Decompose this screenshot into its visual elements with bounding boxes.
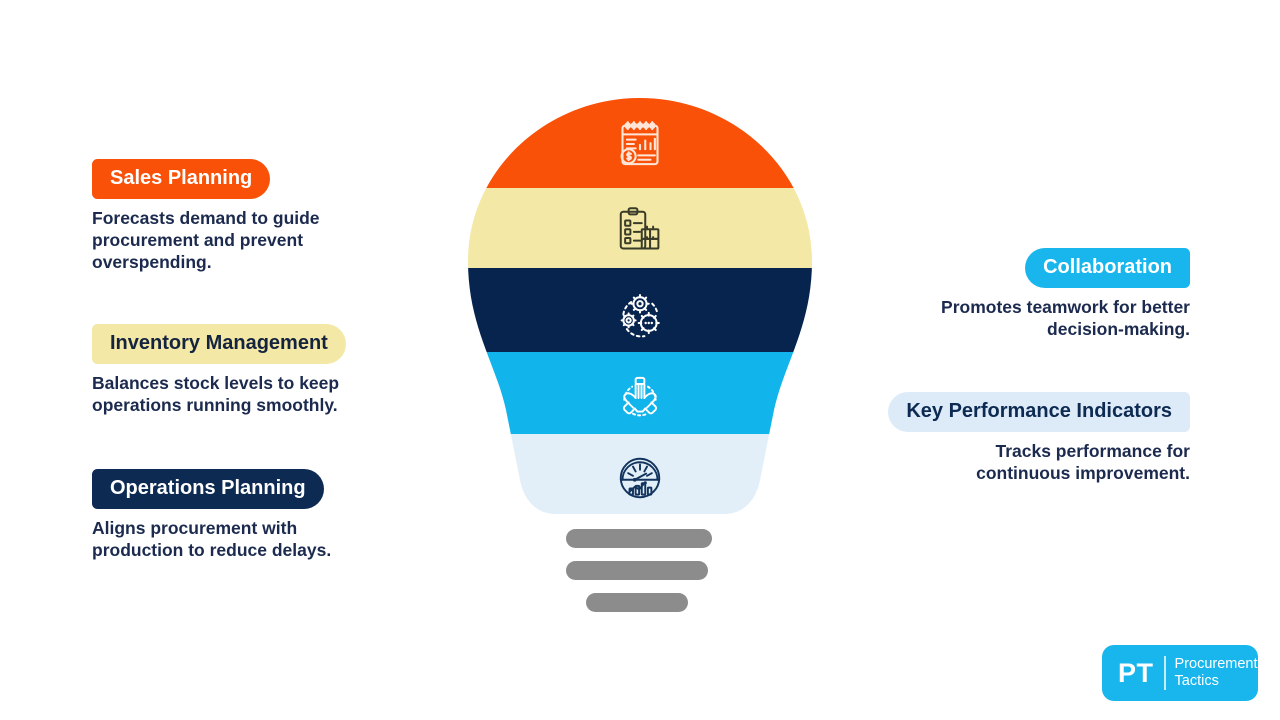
label-key-performance-indicators: Key Performance Indicators — [888, 392, 1190, 432]
label-sales-planning: Sales Planning — [92, 159, 271, 199]
inventory-management-band — [468, 188, 812, 268]
callout-operations-planning: Operations Planning Aligns procurement w… — [92, 469, 331, 562]
label-inventory-management: Inventory Management — [92, 324, 346, 364]
callout-collaboration: Collaboration Promotes teamwork for bett… — [941, 248, 1190, 341]
description-collaboration: Promotes teamwork for better decision-ma… — [941, 297, 1190, 339]
description-operations-planning: Aligns procurement with production to re… — [92, 518, 332, 560]
label-operations-planning: Operations Planning — [92, 469, 324, 509]
label-collaboration: Collaboration — [1025, 248, 1190, 288]
gears-icon — [612, 288, 668, 344]
callout-kpi: Key Performance Indicators Tracks perfor… — [888, 392, 1190, 485]
logo-divider — [1163, 656, 1166, 690]
lightbulb-diagram — [468, 98, 812, 514]
logo-wordmark: Procurement Tactics — [1174, 655, 1258, 689]
logo-mark: PT — [1118, 657, 1154, 688]
clipboard-boxes-icon — [612, 203, 668, 259]
collaboration-band — [468, 352, 812, 434]
description-kpi: Tracks performance for continuous improv… — [976, 441, 1190, 483]
description-sales-planning: Forecasts demand to guide procurement an… — [92, 208, 320, 272]
teamwork-hands-icon — [612, 370, 668, 426]
gauge-chart-icon — [612, 450, 668, 506]
calendar-chart-dollar-icon — [612, 116, 668, 172]
description-inventory-management: Balances stock levels to keep operations… — [92, 373, 340, 415]
callout-sales-planning: Sales Planning Forecasts demand to guide… — [92, 159, 320, 274]
procurement-tactics-logo[interactable]: PT Procurement Tactics — [1102, 645, 1258, 701]
bulb-base-bar-2 — [566, 561, 708, 580]
bulb-base-bar-1 — [566, 529, 712, 548]
callout-inventory-management: Inventory Management Balances stock leve… — [92, 324, 346, 417]
bulb-base-bar-3 — [586, 593, 688, 612]
lightbulb-shape — [468, 98, 812, 514]
